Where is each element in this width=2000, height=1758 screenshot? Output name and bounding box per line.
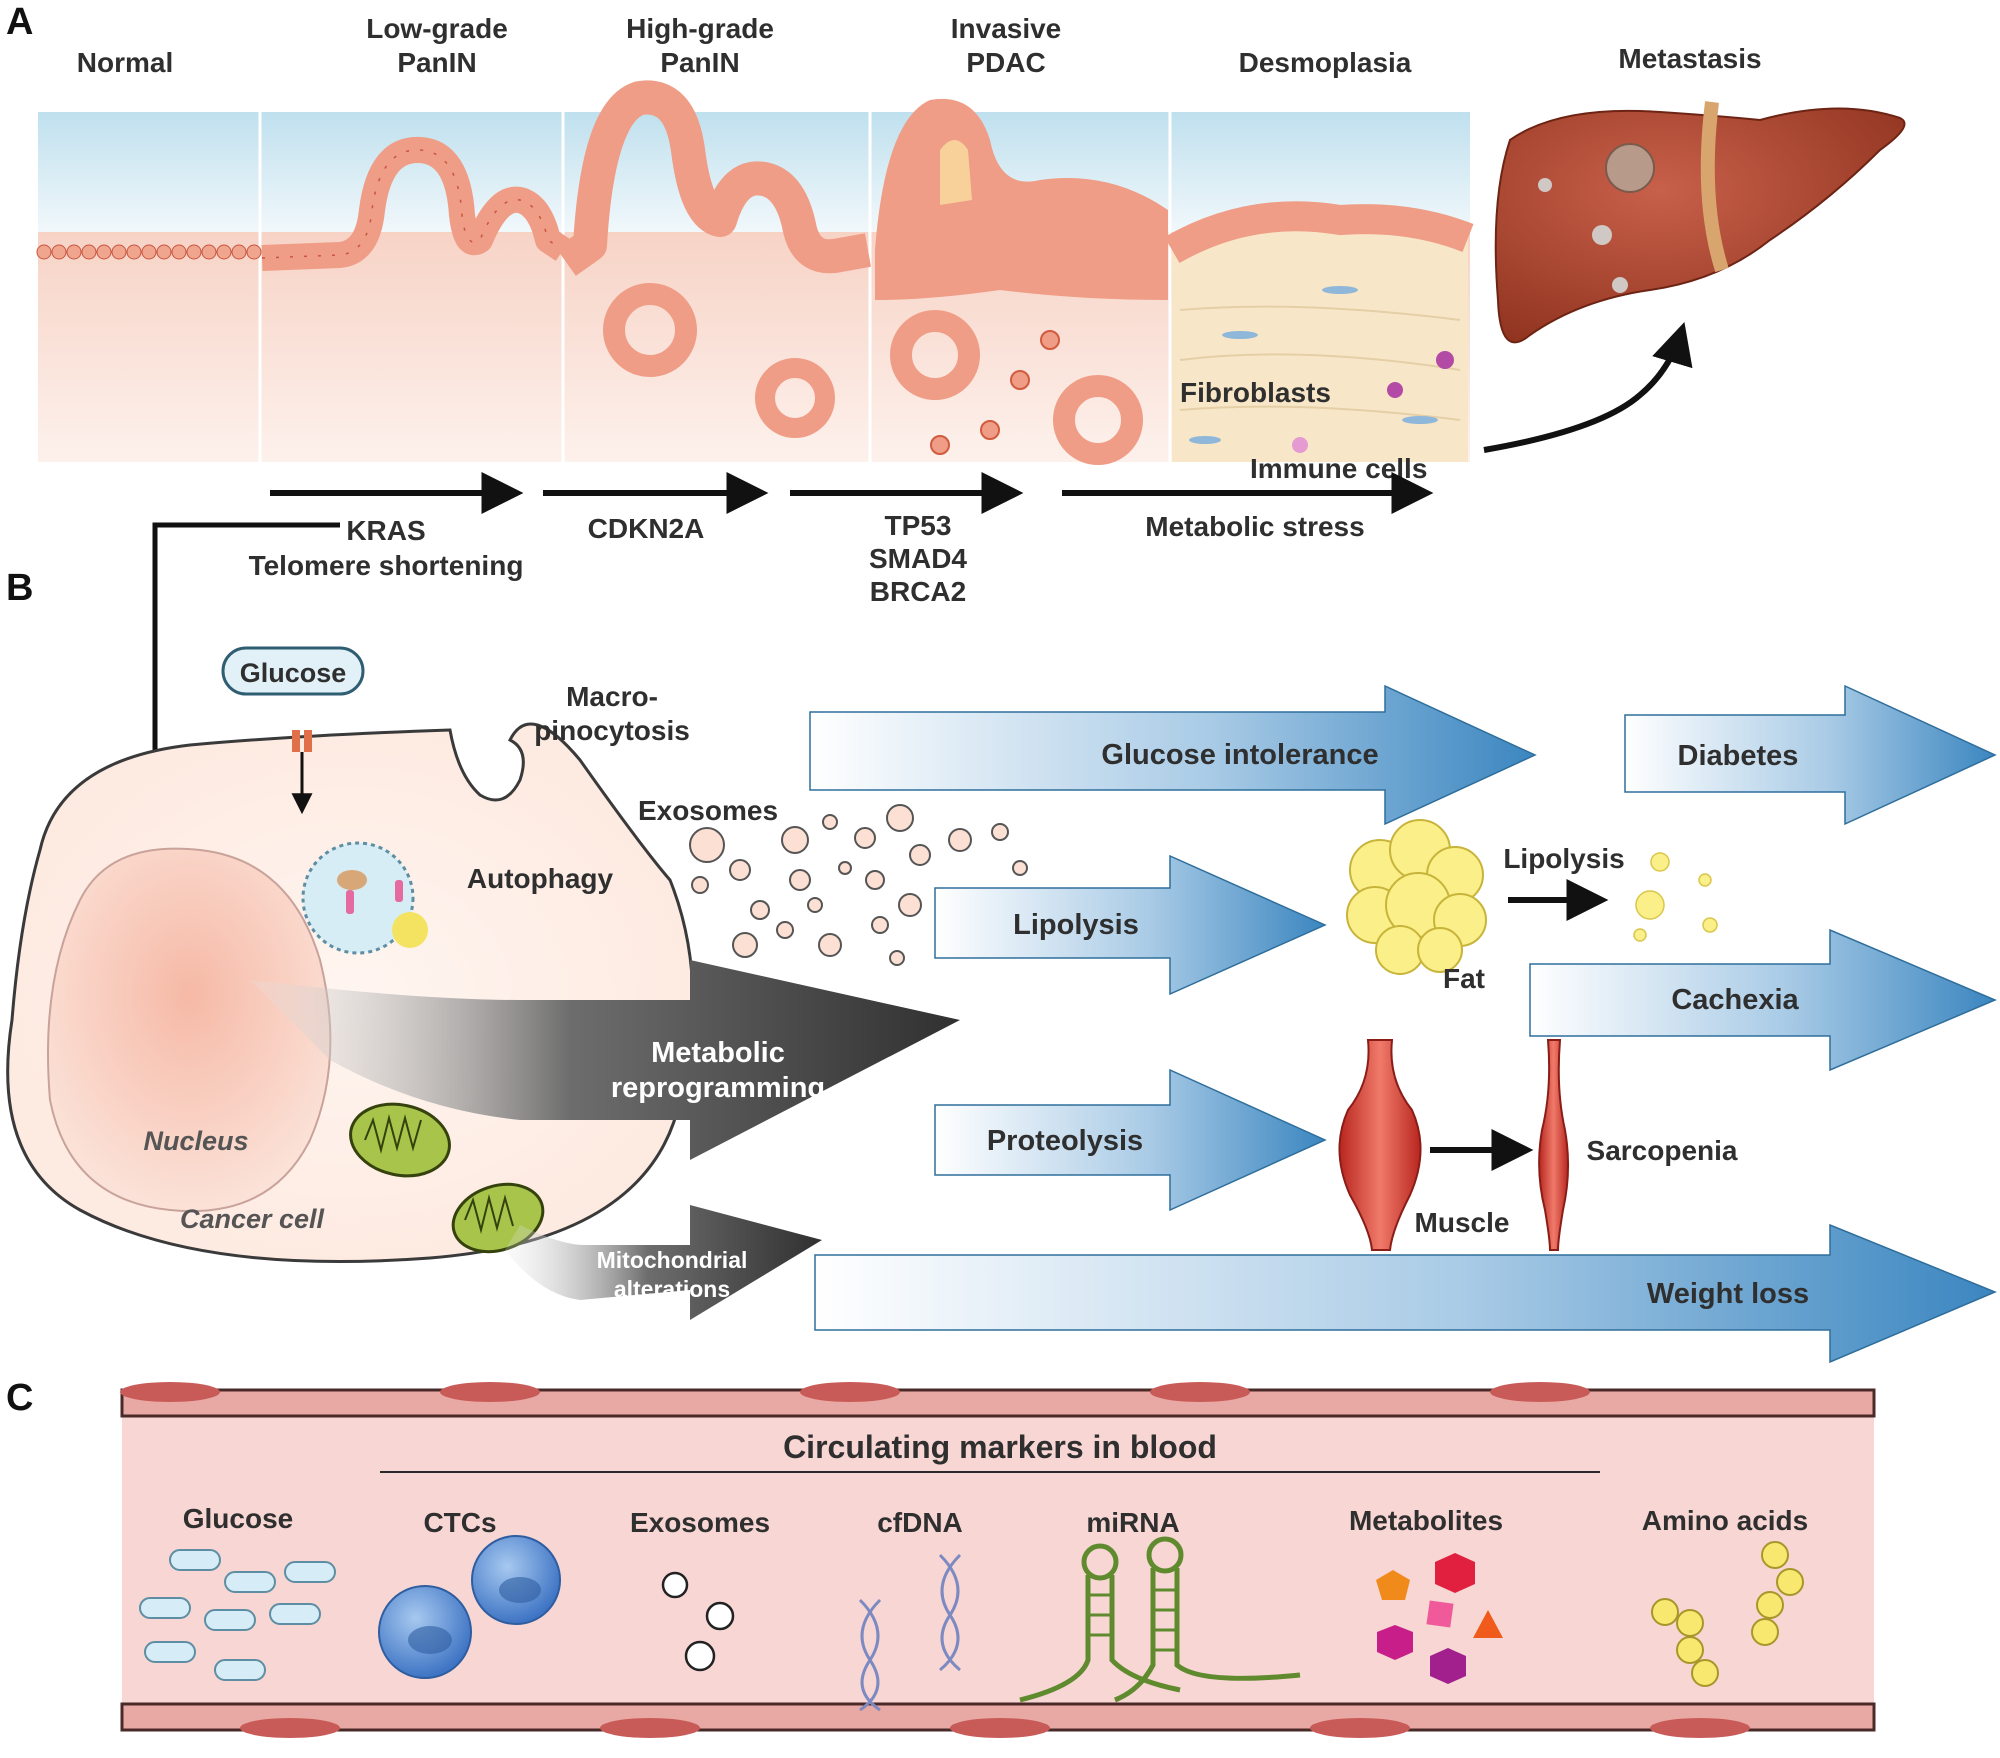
desmoplasia-stroma [1164, 201, 1474, 462]
mutation-brca2: BRCA2 [870, 576, 966, 607]
marker-cfdna-icon [858, 1553, 962, 1712]
normal-epithelial-cell [51, 244, 67, 260]
label-metabolic-line1: Metabolic [651, 1037, 785, 1069]
mutation-telomere: Telomere shortening [249, 550, 524, 581]
marker-exosomes-icon [661, 1571, 735, 1672]
normal-epithelial-cell [81, 244, 97, 260]
liver-illustration [1494, 101, 1906, 344]
blue-arrows [809, 684, 1997, 1364]
label-sarcopenia: Sarcopenia [1587, 1135, 1738, 1166]
normal-epithelial-cell [156, 244, 172, 260]
epithelium-normal [36, 244, 262, 260]
panel-label-a: A [6, 1, 33, 43]
label-cachexia: Cachexia [1671, 984, 1799, 1016]
stage-highgrade-line2: PanIN [660, 47, 739, 78]
blood-title: Circulating markers in blood [783, 1429, 1217, 1465]
mitochondrial-alterations-arrow [505, 1205, 822, 1320]
progression-arrows [270, 321, 1693, 514]
label-cancer-cell: Cancer cell [180, 1204, 325, 1234]
label-immune-cells: Immune cells [1250, 453, 1427, 484]
arrow-diabetes [1624, 684, 1997, 826]
normal-epithelial-cell [141, 244, 157, 260]
normal-epithelial-cell [216, 244, 232, 260]
label-autophagy: Autophagy [467, 863, 614, 894]
label-mito-line2: alterations [614, 1276, 730, 1302]
arrow-proteolysis [934, 1068, 1327, 1212]
normal-epithelial-cell [246, 244, 262, 260]
panel-label-b: B [6, 567, 33, 609]
label-metabolic-line2: reprogramming [611, 1072, 825, 1104]
label-metabolic-stress: Metabolic stress [1145, 511, 1364, 542]
fat-icon [1346, 819, 1487, 975]
label-proteolysis: Proteolysis [987, 1125, 1143, 1157]
normal-epithelial-cell [66, 244, 82, 260]
marker-exosomes-label: Exosomes [630, 1507, 770, 1538]
label-macro-line2: pinocytosis [534, 715, 690, 746]
epithelium-invasive [875, 98, 1168, 465]
stage-highgrade-line1: High-grade [626, 13, 774, 44]
label-fibroblasts: Fibroblasts [1180, 377, 1331, 408]
arrow-glucose-intolerance [809, 684, 1537, 826]
normal-epithelial-cell [231, 244, 247, 260]
marker-amino-acids-icon [1651, 1541, 1804, 1687]
marker-amino-acids-label: Amino acids [1642, 1505, 1808, 1536]
normal-epithelial-cell [201, 244, 217, 260]
normal-epithelial-cell [171, 244, 187, 260]
arrow-weight-loss [814, 1223, 1997, 1364]
label-weight-loss: Weight loss [1647, 1278, 1809, 1310]
arrow-lipolysis [934, 854, 1327, 996]
normal-epithelial-cell [96, 244, 112, 260]
glucose-pill-label: Glucose [240, 658, 347, 688]
glucose-transporter [221, 646, 365, 815]
lowgrade-cell-borders [261, 149, 564, 259]
marker-mirna-icon [1019, 1536, 1301, 1703]
label-lipolysis: Lipolysis [1013, 909, 1139, 941]
label-mito-line1: Mitochondrial [597, 1247, 748, 1273]
epithelium-highgrade [556, 80, 871, 276]
label-fat: Fat [1443, 963, 1485, 994]
label-glucose-intolerance: Glucose intolerance [1101, 739, 1378, 771]
muscle-icon [1338, 1039, 1570, 1251]
mutation-kras: KRAS [346, 515, 425, 546]
panel-label-c: C [6, 1377, 33, 1419]
blood-vessel [120, 1382, 1876, 1738]
metabolic-reprogramming-arrow [250, 960, 960, 1160]
marker-glucose-icon [139, 1549, 336, 1681]
marker-glucose-label: Glucose [183, 1503, 293, 1534]
marker-cfdna-label: cfDNA [877, 1507, 963, 1538]
normal-epithelial-cell [126, 244, 142, 260]
arrow-cachexia [1529, 928, 1997, 1072]
stage-normal: Normal [77, 47, 173, 78]
marker-ctcs-label: CTCs [423, 1507, 496, 1538]
stage-invasive-line2: PDAC [966, 47, 1045, 78]
label-exosomes: Exosomes [638, 795, 778, 826]
stage-metastasis: Metastasis [1618, 43, 1761, 74]
highgrade-glands [603, 283, 835, 438]
label-nucleus: Nucleus [143, 1126, 248, 1156]
mutation-tp53: TP53 [885, 510, 952, 541]
mutation-cdkn2a: CDKN2A [588, 513, 705, 544]
marker-ctcs-icon [378, 1535, 561, 1679]
normal-epithelial-cell [186, 244, 202, 260]
stage-desmoplasia: Desmoplasia [1239, 47, 1412, 78]
label-muscle: Muscle [1415, 1207, 1510, 1238]
label-lipolysis-fat: Lipolysis [1503, 843, 1624, 874]
marker-mirna-label: miRNA [1086, 1507, 1179, 1538]
normal-epithelial-cell [36, 244, 52, 260]
marker-metabolites-icon [1376, 1553, 1503, 1684]
exosome-vesicles [689, 804, 1028, 966]
stage-lowgrade-line2: PanIN [397, 47, 476, 78]
label-diabetes: Diabetes [1678, 740, 1799, 772]
normal-epithelial-cell [111, 244, 127, 260]
stage-invasive-line1: Invasive [951, 13, 1062, 44]
fat-droplets [1633, 852, 1718, 942]
stage-lowgrade-line1: Low-grade [366, 13, 508, 44]
label-macro-line1: Macro- [566, 681, 658, 712]
marker-metabolites-label: Metabolites [1349, 1505, 1503, 1536]
mutation-smad4: SMAD4 [869, 543, 967, 574]
